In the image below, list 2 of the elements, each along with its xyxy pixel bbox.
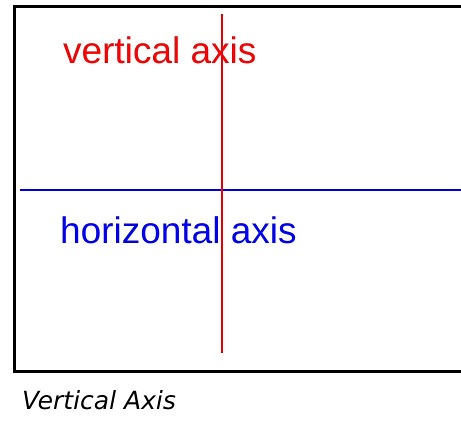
figure-caption: Vertical Axis bbox=[22, 388, 176, 413]
axis-label: horizontal axis bbox=[60, 212, 297, 249]
